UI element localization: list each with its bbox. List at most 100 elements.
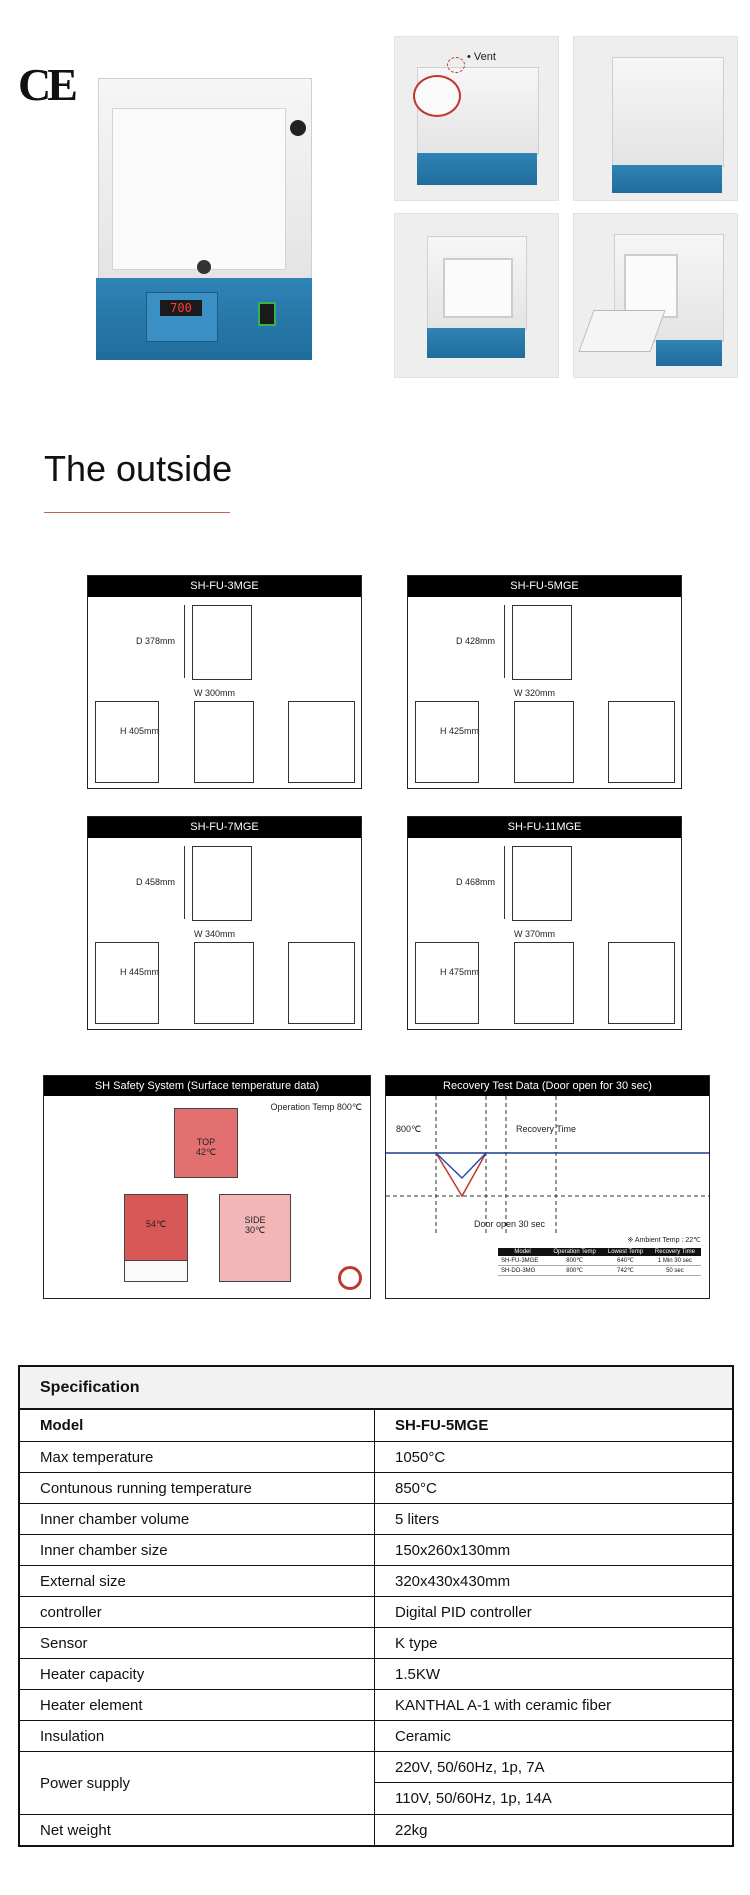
table-cell: 800℃ — [566, 1258, 583, 1264]
spec-value: 22kg — [395, 1821, 428, 1839]
spec-row: Heater capacity 1.5KW — [20, 1658, 732, 1689]
photo-vent-view: • Vent — [394, 36, 559, 201]
spec-label: Max temperature — [20, 1442, 375, 1472]
depth-arrow — [504, 605, 505, 678]
front-view — [514, 942, 574, 1024]
vent-label: • Vent — [467, 51, 496, 63]
spec-value: Digital PID controller — [395, 1603, 532, 1621]
spec-value: 320x430x430mm — [395, 1572, 511, 1590]
width-label: W 370mm — [514, 929, 556, 939]
controller-base — [656, 340, 722, 366]
spec-row: controller Digital PID controller — [20, 1596, 732, 1627]
spec-value: 150x260x130mm — [395, 1541, 511, 1559]
display-reading: 700 — [170, 301, 192, 315]
top-label: TOP — [196, 1137, 216, 1147]
temperature-display: 700 — [160, 300, 202, 316]
dip-blue-series — [435, 1152, 487, 1180]
front-view — [514, 701, 574, 783]
front-view — [194, 942, 254, 1024]
spec-row-power: Power supply 220V, 50/60Hz, 1p, 7A 110V,… — [20, 1751, 732, 1814]
spec-row: Contunous running temperature 850°C — [20, 1472, 732, 1503]
spec-value: 1.5KW — [395, 1665, 441, 1683]
ce-mark: CE — [18, 59, 78, 110]
front-surface-block: 54℃ — [124, 1194, 188, 1262]
side-view-left — [415, 942, 479, 1024]
width-label: W 340mm — [194, 929, 236, 939]
spec-row: External size 320x430x430mm — [20, 1565, 732, 1596]
recovery-time-label: Recovery Time — [516, 1124, 577, 1134]
spec-value: 850°C — [395, 1479, 437, 1497]
vent-text: Vent — [473, 51, 496, 63]
spec-value: 1050°C — [395, 1448, 446, 1466]
recovery-table-header: Model Operation Temp Lowest Temp Recover… — [498, 1248, 701, 1256]
height-label: H 425mm — [440, 726, 480, 736]
top-view-drawing — [512, 605, 572, 680]
table-cell: 742℃ — [617, 1268, 634, 1274]
spec-label: Insulation — [20, 1721, 375, 1751]
spec-header-value: SH-FU-5MGE — [395, 1417, 489, 1434]
spec-header-label: Model — [20, 1410, 375, 1441]
power-values: 220V, 50/60Hz, 1p, 7A 110V, 50/60Hz, 1p,… — [375, 1752, 732, 1814]
spec-title-row: Specification — [20, 1367, 732, 1408]
power-switch — [258, 302, 276, 326]
table-row: SH-FU-3MGE 800℃ 640℃ 1 Min 30 sec — [498, 1256, 701, 1266]
table-row: SH-DO-3MG 800℃ 742℃ 50 sec — [498, 1266, 701, 1276]
table-cell: SH-FU-3MGE — [501, 1257, 539, 1264]
spec-value: 220V, 50/60Hz, 1p, 7A — [375, 1752, 732, 1783]
recovery-panel-title: Recovery Test Data (Door open for 30 sec… — [386, 1076, 709, 1096]
side-surface-block: SIDE 30℃ — [219, 1194, 291, 1282]
recovery-table: Model Operation Temp Lowest Temp Recover… — [498, 1248, 701, 1276]
depth-label: D 458mm — [136, 877, 176, 887]
spec-row: Insulation Ceramic — [20, 1720, 732, 1751]
vent-highlight-icon — [413, 75, 461, 117]
spec-row: Heater element KANTHAL A-1 with ceramic … — [20, 1689, 732, 1720]
depth-label: D 378mm — [136, 636, 176, 646]
table-cell: 800℃ — [566, 1268, 583, 1274]
front-controller-block — [124, 1260, 188, 1282]
dimension-panel-title: SH-FU-11MGE — [408, 817, 681, 838]
level-label: 800℃ — [396, 1124, 422, 1134]
operation-temp: Operation Temp 800℃ — [270, 1102, 363, 1112]
spec-label: Net weight — [20, 1815, 375, 1845]
table-cell: 50 sec — [666, 1267, 684, 1274]
dimension-panel-title: SH-FU-7MGE — [88, 817, 361, 838]
door-latch-icon — [197, 260, 211, 274]
spec-value: K type — [395, 1634, 438, 1652]
depth-arrow — [184, 846, 185, 919]
spec-label: Inner chamber volume — [20, 1504, 375, 1534]
dimension-panel: SH-FU-7MGE D 458mm W 340mm H 445mm — [87, 816, 362, 1030]
furnace-body — [612, 57, 724, 167]
safety-panel-title: SH Safety System (Surface temperature da… — [44, 1076, 370, 1096]
dimension-panel-title: SH-FU-5MGE — [408, 576, 681, 597]
door-handle-icon — [290, 120, 306, 136]
depth-arrow — [504, 846, 505, 919]
front-value: 54℃ — [145, 1219, 167, 1229]
top-view-drawing — [192, 846, 252, 921]
table-header-cell: Model — [514, 1249, 531, 1255]
dimension-panel: SH-FU-5MGE D 428mm W 320mm H 425mm — [407, 575, 682, 789]
dimension-panel: SH-FU-11MGE D 468mm W 370mm H 475mm — [407, 816, 682, 1030]
spec-row: Inner chamber volume 5 liters — [20, 1503, 732, 1534]
side-view-left — [415, 701, 479, 783]
front-view — [194, 701, 254, 783]
width-label: W 300mm — [194, 688, 236, 698]
side-view-right — [608, 942, 675, 1024]
depth-label: D 468mm — [456, 877, 496, 887]
main-product-photo: 700 — [90, 70, 320, 370]
top-view-drawing — [512, 846, 572, 921]
spec-label: Heater element — [20, 1690, 375, 1720]
side-view-right — [288, 701, 355, 783]
chamber-opening — [443, 258, 513, 318]
spec-table: Specification Model SH-FU-5MGE Max tempe… — [18, 1365, 734, 1847]
photo-door-open — [573, 213, 738, 378]
side-value: 30℃ — [244, 1225, 266, 1235]
title-underline — [44, 512, 230, 513]
chamber-opening — [624, 254, 678, 318]
spec-value: 5 liters — [395, 1510, 440, 1528]
table-header-cell: Operation Temp — [553, 1249, 596, 1255]
side-view-right — [288, 942, 355, 1024]
section-title: The outside — [44, 448, 233, 489]
depth-arrow — [184, 605, 185, 678]
dimension-panel: SH-FU-3MGE D 378mm W 300mm H 405mm — [87, 575, 362, 789]
table-header-cell: Lowest Temp — [607, 1249, 644, 1255]
